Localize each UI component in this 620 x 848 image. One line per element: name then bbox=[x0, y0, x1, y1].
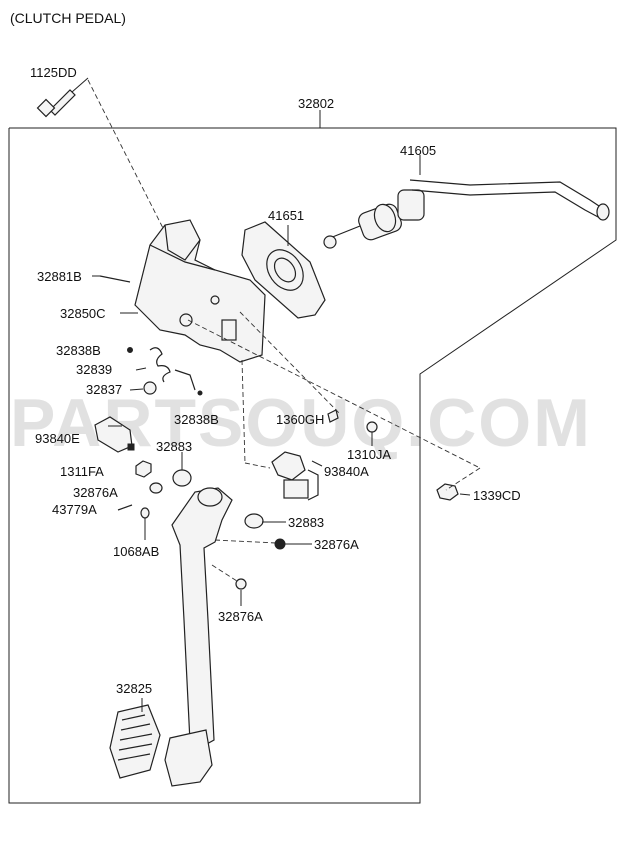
return-spring-32839[interactable] bbox=[149, 347, 196, 391]
gasket-41651[interactable] bbox=[241, 221, 326, 319]
label-32850c[interactable]: 32850C bbox=[60, 306, 106, 321]
label-1125dd[interactable]: 1125DD bbox=[30, 65, 77, 80]
label-32837[interactable]: 32837 bbox=[86, 382, 122, 397]
dash-axis-1 bbox=[187, 319, 481, 469]
leader-1125dd bbox=[71, 77, 89, 93]
pedal-bracket-32850c[interactable] bbox=[134, 219, 266, 363]
label-93840a[interactable]: 93840A bbox=[324, 464, 369, 479]
bolt-32881b[interactable] bbox=[99, 275, 131, 283]
label-32876a-b[interactable]: 32876A bbox=[314, 537, 359, 552]
switch-93840e[interactable] bbox=[94, 416, 135, 453]
nut-1310ja[interactable] bbox=[366, 421, 378, 433]
switch-93840a[interactable] bbox=[271, 451, 319, 501]
label-32881b[interactable]: 32881B bbox=[37, 269, 82, 284]
dash-axis-7 bbox=[211, 564, 241, 584]
bushing-32883-a[interactable] bbox=[172, 469, 192, 487]
leader-32839 bbox=[135, 367, 147, 371]
washer-32876a-c[interactable] bbox=[235, 578, 247, 590]
assembly-frame bbox=[8, 127, 617, 804]
label-32839[interactable]: 32839 bbox=[76, 362, 112, 377]
bushing-32837[interactable] bbox=[143, 381, 157, 395]
clutch-pedal-32825[interactable] bbox=[109, 487, 233, 787]
label-1311fa[interactable]: 1311FA bbox=[60, 464, 104, 479]
clip-32838b-mid[interactable] bbox=[197, 390, 203, 396]
label-1310ja[interactable]: 1310JA bbox=[347, 447, 391, 462]
leader-1339cd bbox=[459, 493, 471, 496]
nut-1339cd[interactable] bbox=[436, 483, 459, 501]
leader-93840a bbox=[311, 460, 323, 467]
label-1339cd[interactable]: 1339CD bbox=[473, 488, 521, 503]
label-32838b-top[interactable]: 32838B bbox=[56, 343, 101, 358]
bolt-1125dd[interactable] bbox=[36, 89, 76, 118]
washer-32876a-a[interactable] bbox=[149, 482, 163, 494]
page-title: (CLUTCH PEDAL) bbox=[10, 10, 126, 26]
label-32876a-a[interactable]: 32876A bbox=[73, 485, 118, 500]
pin-43779a[interactable] bbox=[117, 504, 133, 511]
label-32883-a[interactable]: 32883 bbox=[156, 439, 192, 454]
label-32838b-mid[interactable]: 32838B bbox=[174, 412, 219, 427]
label-41605[interactable]: 41605 bbox=[400, 143, 436, 158]
dash-1125dd bbox=[87, 79, 169, 239]
clip-1068ab[interactable] bbox=[140, 507, 150, 519]
label-43779a[interactable]: 43779A bbox=[52, 502, 97, 517]
master-cylinder-41605[interactable] bbox=[323, 179, 610, 249]
dash-axis-5 bbox=[445, 467, 481, 491]
label-32876a-c[interactable]: 32876A bbox=[218, 609, 263, 624]
leader-32837 bbox=[129, 388, 144, 391]
label-41651[interactable]: 41651 bbox=[268, 208, 304, 223]
clip-32838b-top[interactable] bbox=[127, 347, 133, 353]
label-1068ab[interactable]: 1068AB bbox=[113, 544, 159, 559]
label-32802[interactable]: 32802 bbox=[298, 96, 334, 111]
label-1360gh[interactable]: 1360GH bbox=[276, 412, 324, 427]
washer-32876a-b[interactable] bbox=[274, 538, 286, 550]
dash-axis-2 bbox=[241, 359, 246, 464]
nut-1311fa[interactable] bbox=[135, 460, 152, 478]
dash-axis-3 bbox=[244, 462, 271, 469]
bolt-1360gh[interactable] bbox=[327, 409, 339, 423]
label-93840e[interactable]: 93840E bbox=[35, 431, 80, 446]
dash-axis-6 bbox=[214, 539, 277, 544]
label-32883-b[interactable]: 32883 bbox=[288, 515, 324, 530]
bushing-32883-b[interactable] bbox=[244, 513, 264, 529]
label-32825[interactable]: 32825 bbox=[116, 681, 152, 696]
